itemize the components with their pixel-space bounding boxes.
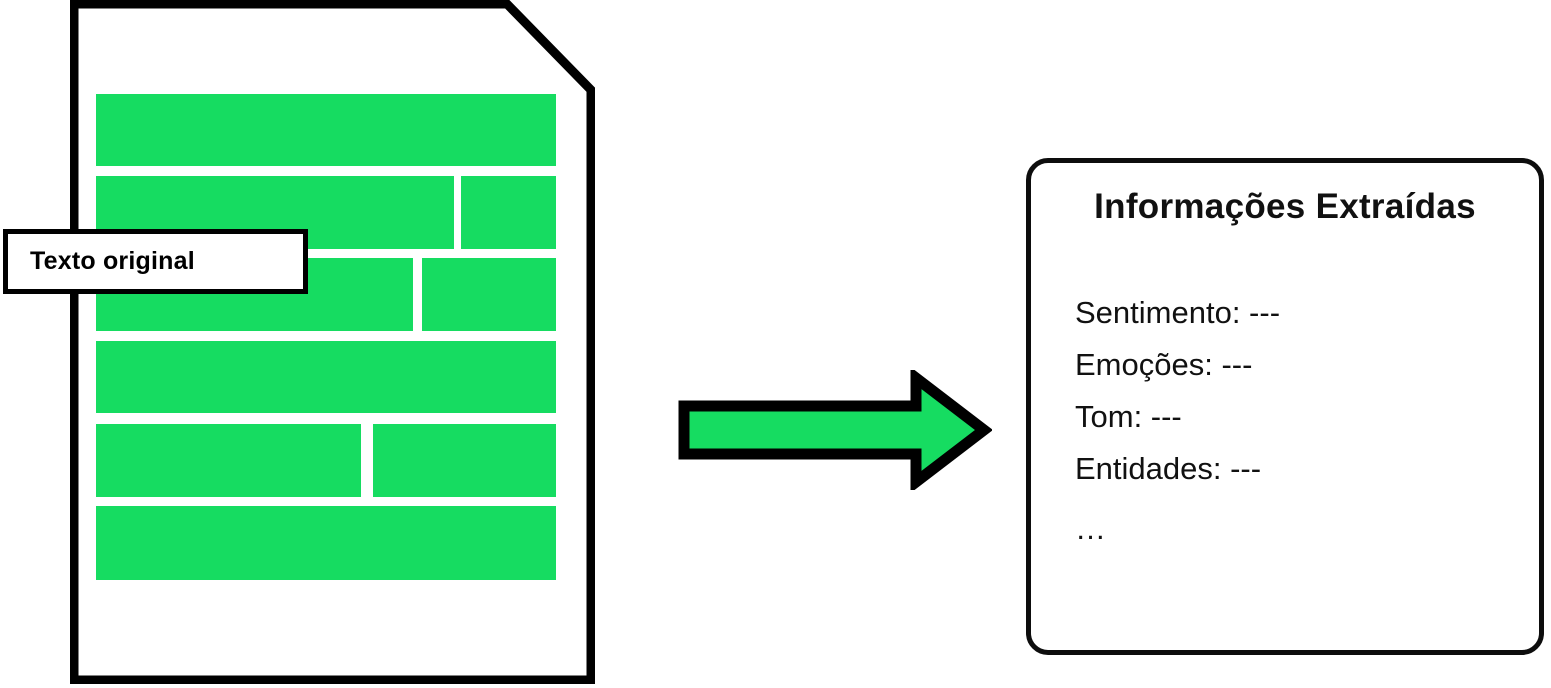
extracted-info-panel: Informações Extraídas Sentimento: --- Em… <box>1026 158 1544 655</box>
right-arrow-svg <box>678 370 992 490</box>
texto-original-callout: Texto original <box>3 229 308 294</box>
text-bar <box>96 341 556 413</box>
field-entidades: Entidades: --- <box>1075 451 1262 486</box>
field-emocoes: Emoções: --- <box>1075 347 1253 382</box>
text-bar <box>96 94 556 166</box>
right-arrow-path <box>678 370 992 490</box>
more-fields-indicator: … <box>1075 511 1106 546</box>
text-bar <box>461 176 556 249</box>
texto-original-label: Texto original <box>30 247 195 275</box>
text-bar <box>373 424 556 497</box>
text-bar <box>96 506 556 580</box>
text-bar <box>422 258 556 331</box>
panel-title: Informações Extraídas <box>1094 187 1476 226</box>
right-arrow-icon <box>676 370 992 490</box>
field-sentimento: Sentimento: --- <box>1075 295 1281 330</box>
extracted-fields-list: Sentimento: --- Emoções: --- Tom: --- En… <box>1075 287 1519 555</box>
field-tom: Tom: --- <box>1075 399 1182 434</box>
text-bar <box>96 424 361 497</box>
